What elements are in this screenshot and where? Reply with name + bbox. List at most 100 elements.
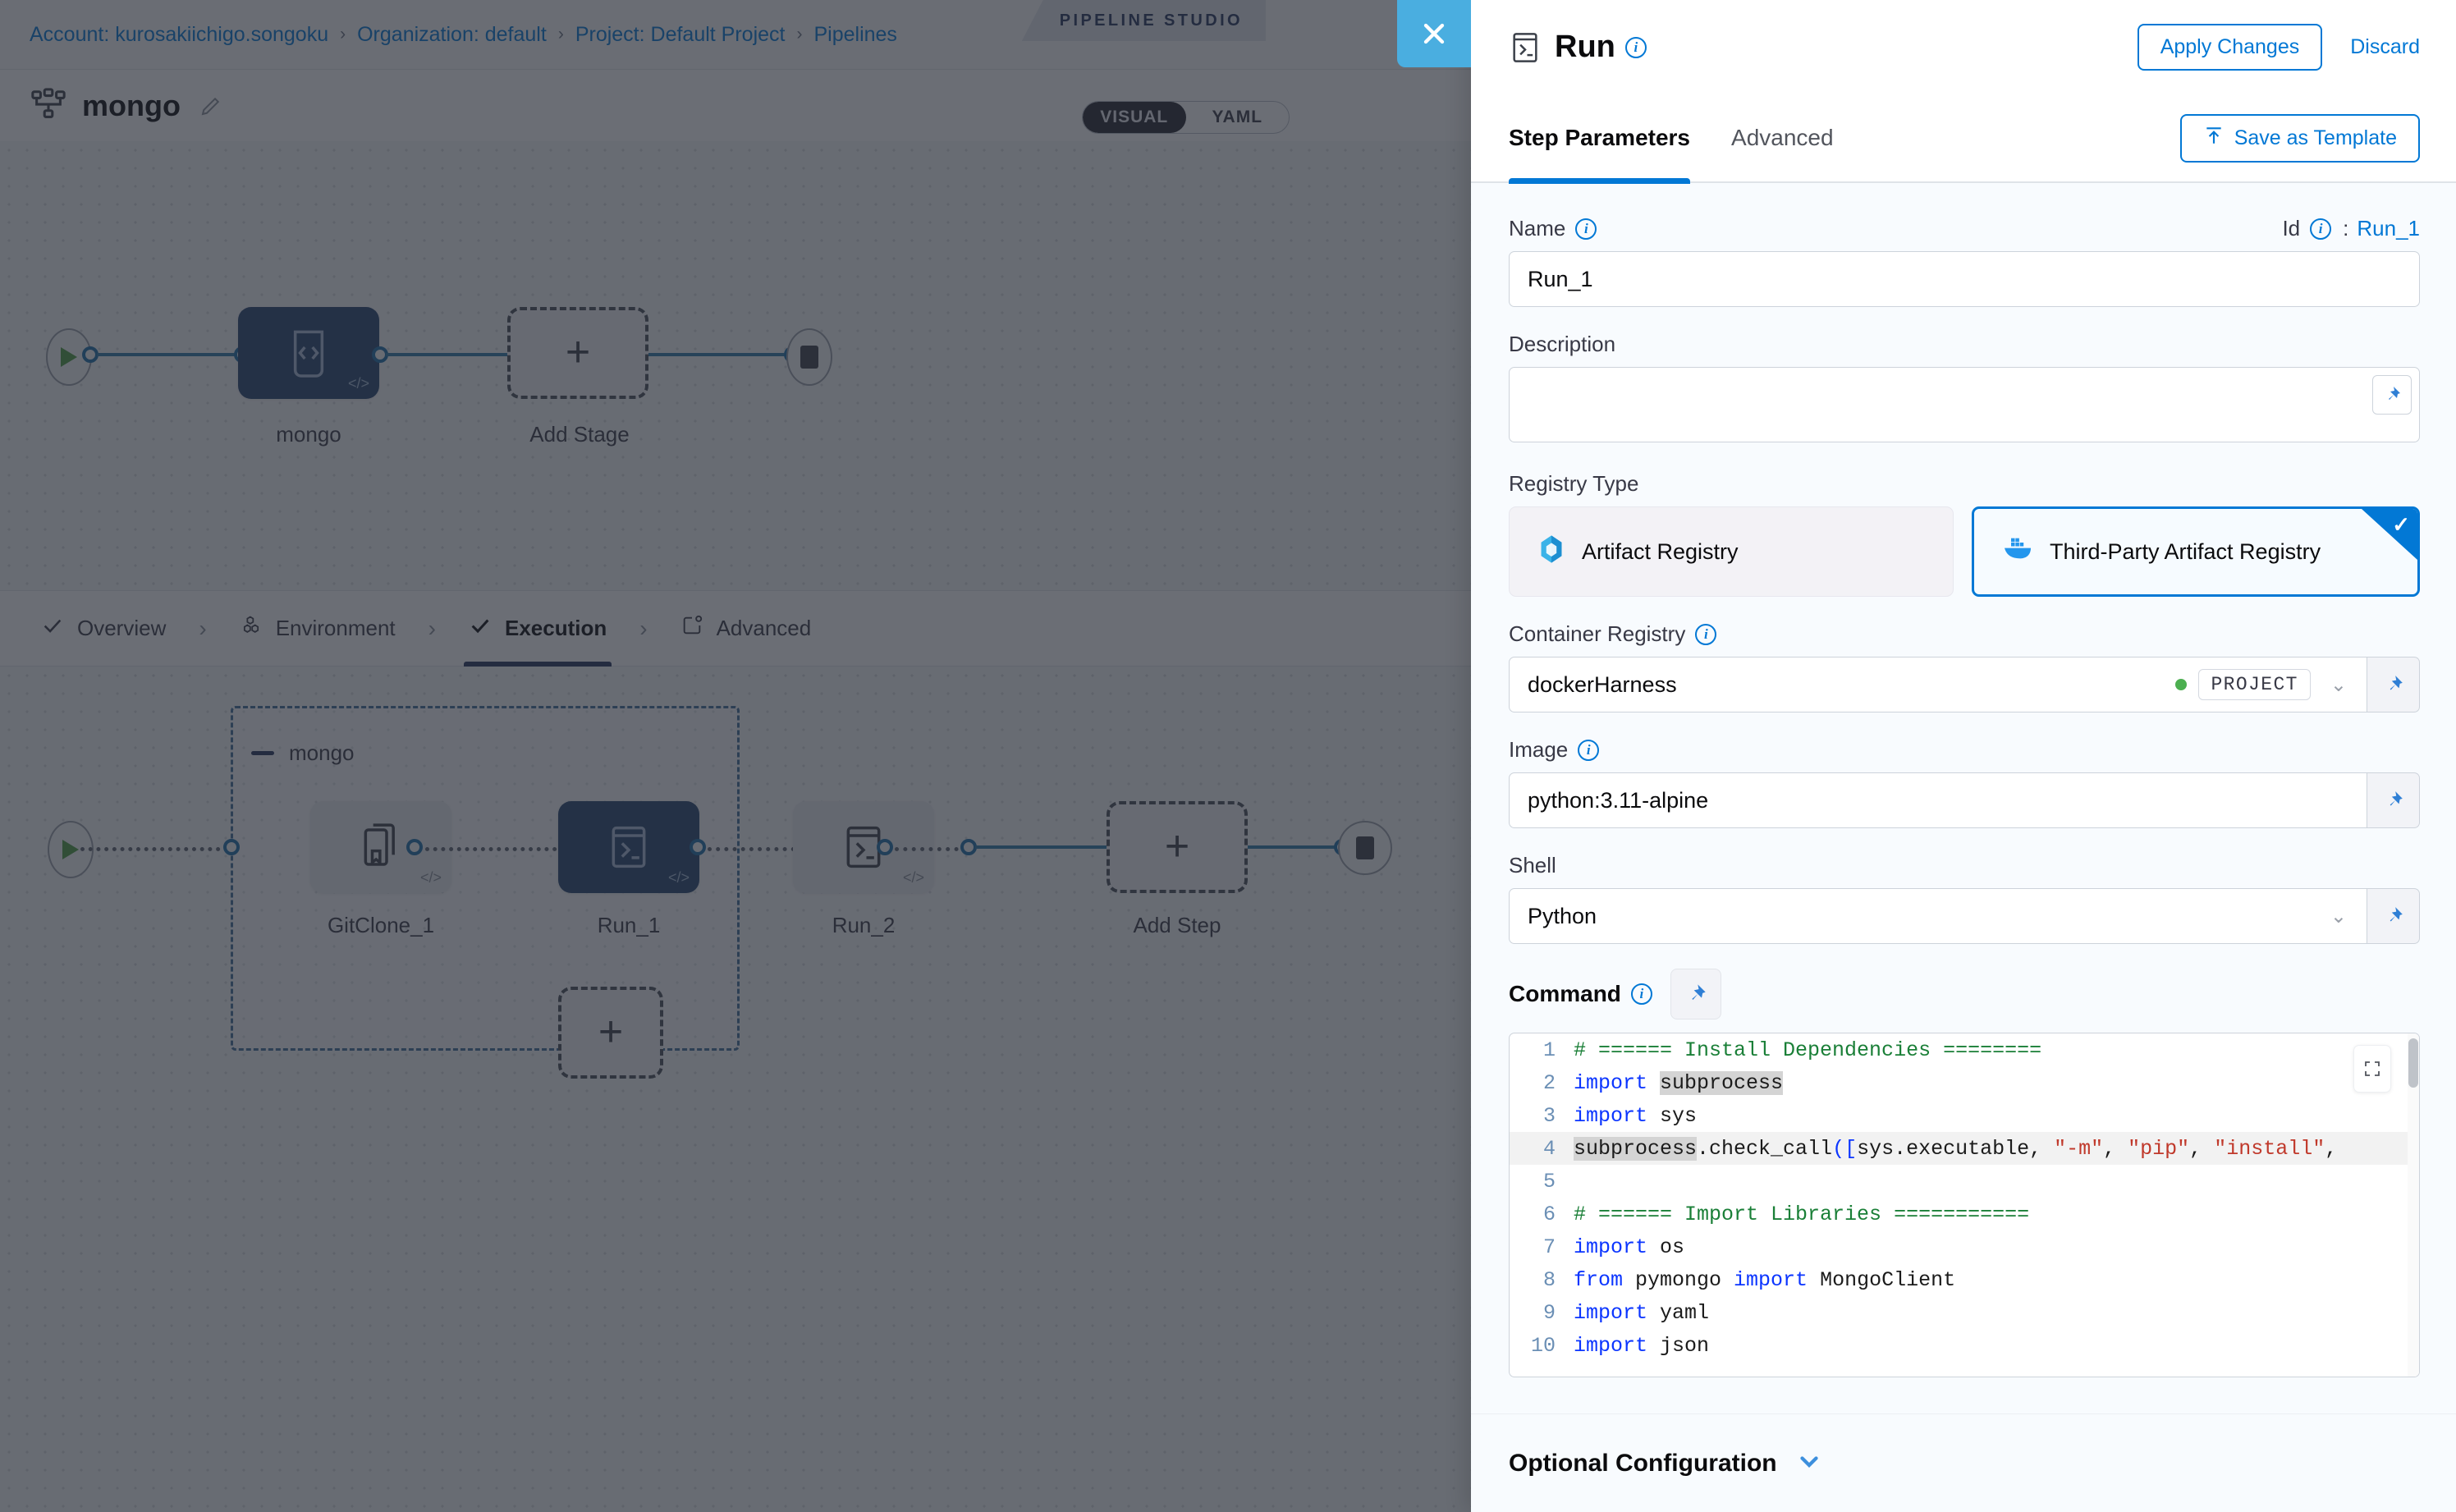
code-text: subprocess.check_call([sys.executable, "…	[1574, 1136, 2338, 1161]
container-registry-group: Container Registry i dockerHarness PROJE…	[1509, 621, 2420, 712]
step-group-mongo-label: mongo	[289, 740, 355, 765]
chevron-right-icon: ›	[428, 615, 436, 641]
stage-tab-environment[interactable]: Environment	[235, 591, 401, 667]
breadcrumb-item-organization[interactable]: Organization: default	[357, 22, 547, 46]
add-step-label: Add Step	[1133, 913, 1221, 937]
description-wrap	[1509, 367, 2420, 447]
code-badge-icon: </>	[419, 869, 442, 886]
add-step-button[interactable]: +	[1107, 801, 1248, 893]
pipeline-end-node[interactable]	[786, 328, 832, 386]
info-icon[interactable]: i	[2310, 218, 2332, 240]
code-line[interactable]: 5	[1510, 1165, 2419, 1198]
editor-scrollbar[interactable]	[2408, 1033, 2419, 1377]
step-node-run-1[interactable]: </>	[558, 801, 699, 893]
id-value: Run_1	[2357, 216, 2420, 241]
tab-step-parameters[interactable]: Step Parameters	[1509, 94, 1691, 184]
info-icon[interactable]: i	[1578, 739, 1600, 761]
code-text: from pymongo import MongoClient	[1574, 1267, 1956, 1292]
name-field-group: Name i Id i : Run_1	[1509, 216, 2420, 307]
pipeline-icon	[30, 87, 67, 125]
toggle-yaml[interactable]: YAML	[1212, 108, 1263, 126]
shell-pin-button[interactable]	[2367, 888, 2420, 944]
registry-option-third-party-label: Third-Party Artifact Registry	[2050, 538, 2321, 564]
save-as-template-button[interactable]: Save as Template	[2179, 113, 2420, 163]
stage-tab-execution[interactable]: Execution	[463, 591, 612, 667]
line-number: 3	[1542, 1103, 1556, 1128]
chevron-down-icon[interactable]	[1795, 1447, 1823, 1479]
container-registry-pin-button[interactable]	[2367, 657, 2420, 712]
expand-editor-button[interactable]	[2353, 1045, 2391, 1093]
breadcrumb-item-pipelines[interactable]: Pipelines	[813, 22, 897, 46]
info-icon[interactable]: i	[1630, 983, 1652, 1005]
image-label-wrap: Image i	[1509, 737, 2420, 763]
chevron-right-icon: ›	[796, 25, 803, 44]
step-node-gitclone-1-label: GitClone_1	[327, 913, 435, 937]
exec-end-node[interactable]	[1338, 821, 1392, 875]
line-number: 6	[1542, 1202, 1556, 1226]
code-line[interactable]: 6# ====== Import Libraries ===========	[1510, 1198, 2419, 1230]
panel-title: Run	[1555, 30, 1615, 64]
container-registry-input[interactable]: dockerHarness PROJECT ⌄	[1509, 657, 2367, 712]
image-input[interactable]: python:3.11-alpine	[1509, 772, 2367, 828]
info-icon[interactable]: i	[1695, 623, 1717, 645]
info-icon[interactable]: i	[1575, 218, 1597, 240]
description-textarea[interactable]	[1509, 367, 2420, 442]
stage-tab-overview[interactable]: Overview	[36, 591, 171, 667]
stage-graph-canvas[interactable]: </> mongo + Add Stage	[0, 141, 1471, 591]
discard-button[interactable]: Discard	[2350, 35, 2420, 58]
execution-graph-canvas[interactable]: mongo </> GitClone_1 </> Run_1	[0, 667, 1471, 1512]
add-parallel-step-button[interactable]: +	[558, 987, 663, 1079]
command-pin-button[interactable]	[1670, 969, 1721, 1019]
collapse-icon[interactable]	[251, 751, 274, 755]
image-pin-button[interactable]	[2367, 772, 2420, 828]
name-input[interactable]	[1509, 251, 2420, 307]
tab-advanced[interactable]: Advanced	[1731, 125, 1834, 150]
container-registry-value: dockerHarness	[1528, 671, 1677, 697]
view-mode-toggle[interactable]: VISUAL YAML	[1082, 101, 1290, 134]
stage-node-mongo[interactable]: </>	[238, 307, 379, 399]
apply-changes-button[interactable]: Apply Changes	[2137, 24, 2323, 71]
close-panel-button[interactable]	[1397, 0, 1471, 67]
breadcrumb-item-project[interactable]: Project: Default Project	[575, 22, 786, 46]
name-label: Name	[1509, 216, 1566, 241]
container-registry-combo: dockerHarness PROJECT ⌄	[1509, 657, 2420, 712]
run2-out-port	[877, 839, 893, 855]
chevron-down-icon[interactable]: ⌄	[2330, 673, 2347, 696]
shell-select[interactable]: Python ⌄	[1509, 888, 2367, 944]
line-number: 5	[1542, 1169, 1556, 1194]
optional-configuration-section[interactable]: Optional Configuration	[1471, 1413, 2456, 1512]
description-field-group: Description	[1509, 332, 2420, 447]
edit-pencil-icon[interactable]	[199, 94, 223, 118]
pin-icon[interactable]	[2372, 375, 2412, 415]
code-lines[interactable]: 1# ====== Install Dependencies ========2…	[1510, 1033, 2419, 1362]
image-value: python:3.11-alpine	[1528, 787, 1709, 813]
editor-scrollbar-thumb[interactable]	[2408, 1038, 2418, 1088]
chevron-down-icon[interactable]: ⌄	[2330, 905, 2347, 928]
registry-option-third-party[interactable]: Third-Party Artifact Registry ✓	[1972, 506, 2420, 597]
stop-icon	[1356, 836, 1374, 859]
terminal-icon	[1509, 29, 1542, 66]
info-icon[interactable]: i	[1624, 36, 1647, 58]
gitclone-in-port	[223, 839, 240, 855]
code-line[interactable]: 1# ====== Install Dependencies ========	[1510, 1033, 2419, 1066]
breadcrumb-item-account[interactable]: Account: kurosakiichigo.songoku	[30, 22, 329, 46]
artifact-registry-icon	[1537, 534, 1565, 570]
plus-icon: +	[565, 328, 591, 377]
add-stage-button[interactable]: +	[507, 307, 648, 399]
toggle-visual[interactable]: VISUAL	[1083, 102, 1186, 133]
command-code-editor[interactable]: 1# ====== Install Dependencies ========2…	[1509, 1033, 2420, 1377]
stage-tab-advanced[interactable]: Advanced	[676, 591, 817, 667]
step-group-mongo-header[interactable]: mongo	[251, 740, 355, 766]
command-group: Command i 1# ====== Install Dependencies…	[1509, 969, 2420, 1377]
command-header: Command i	[1509, 969, 2420, 1019]
registry-option-artifact-registry[interactable]: Artifact Registry	[1509, 506, 1954, 597]
id-colon: :	[2343, 216, 2349, 241]
edge-gitclone-to-run1	[425, 847, 565, 851]
